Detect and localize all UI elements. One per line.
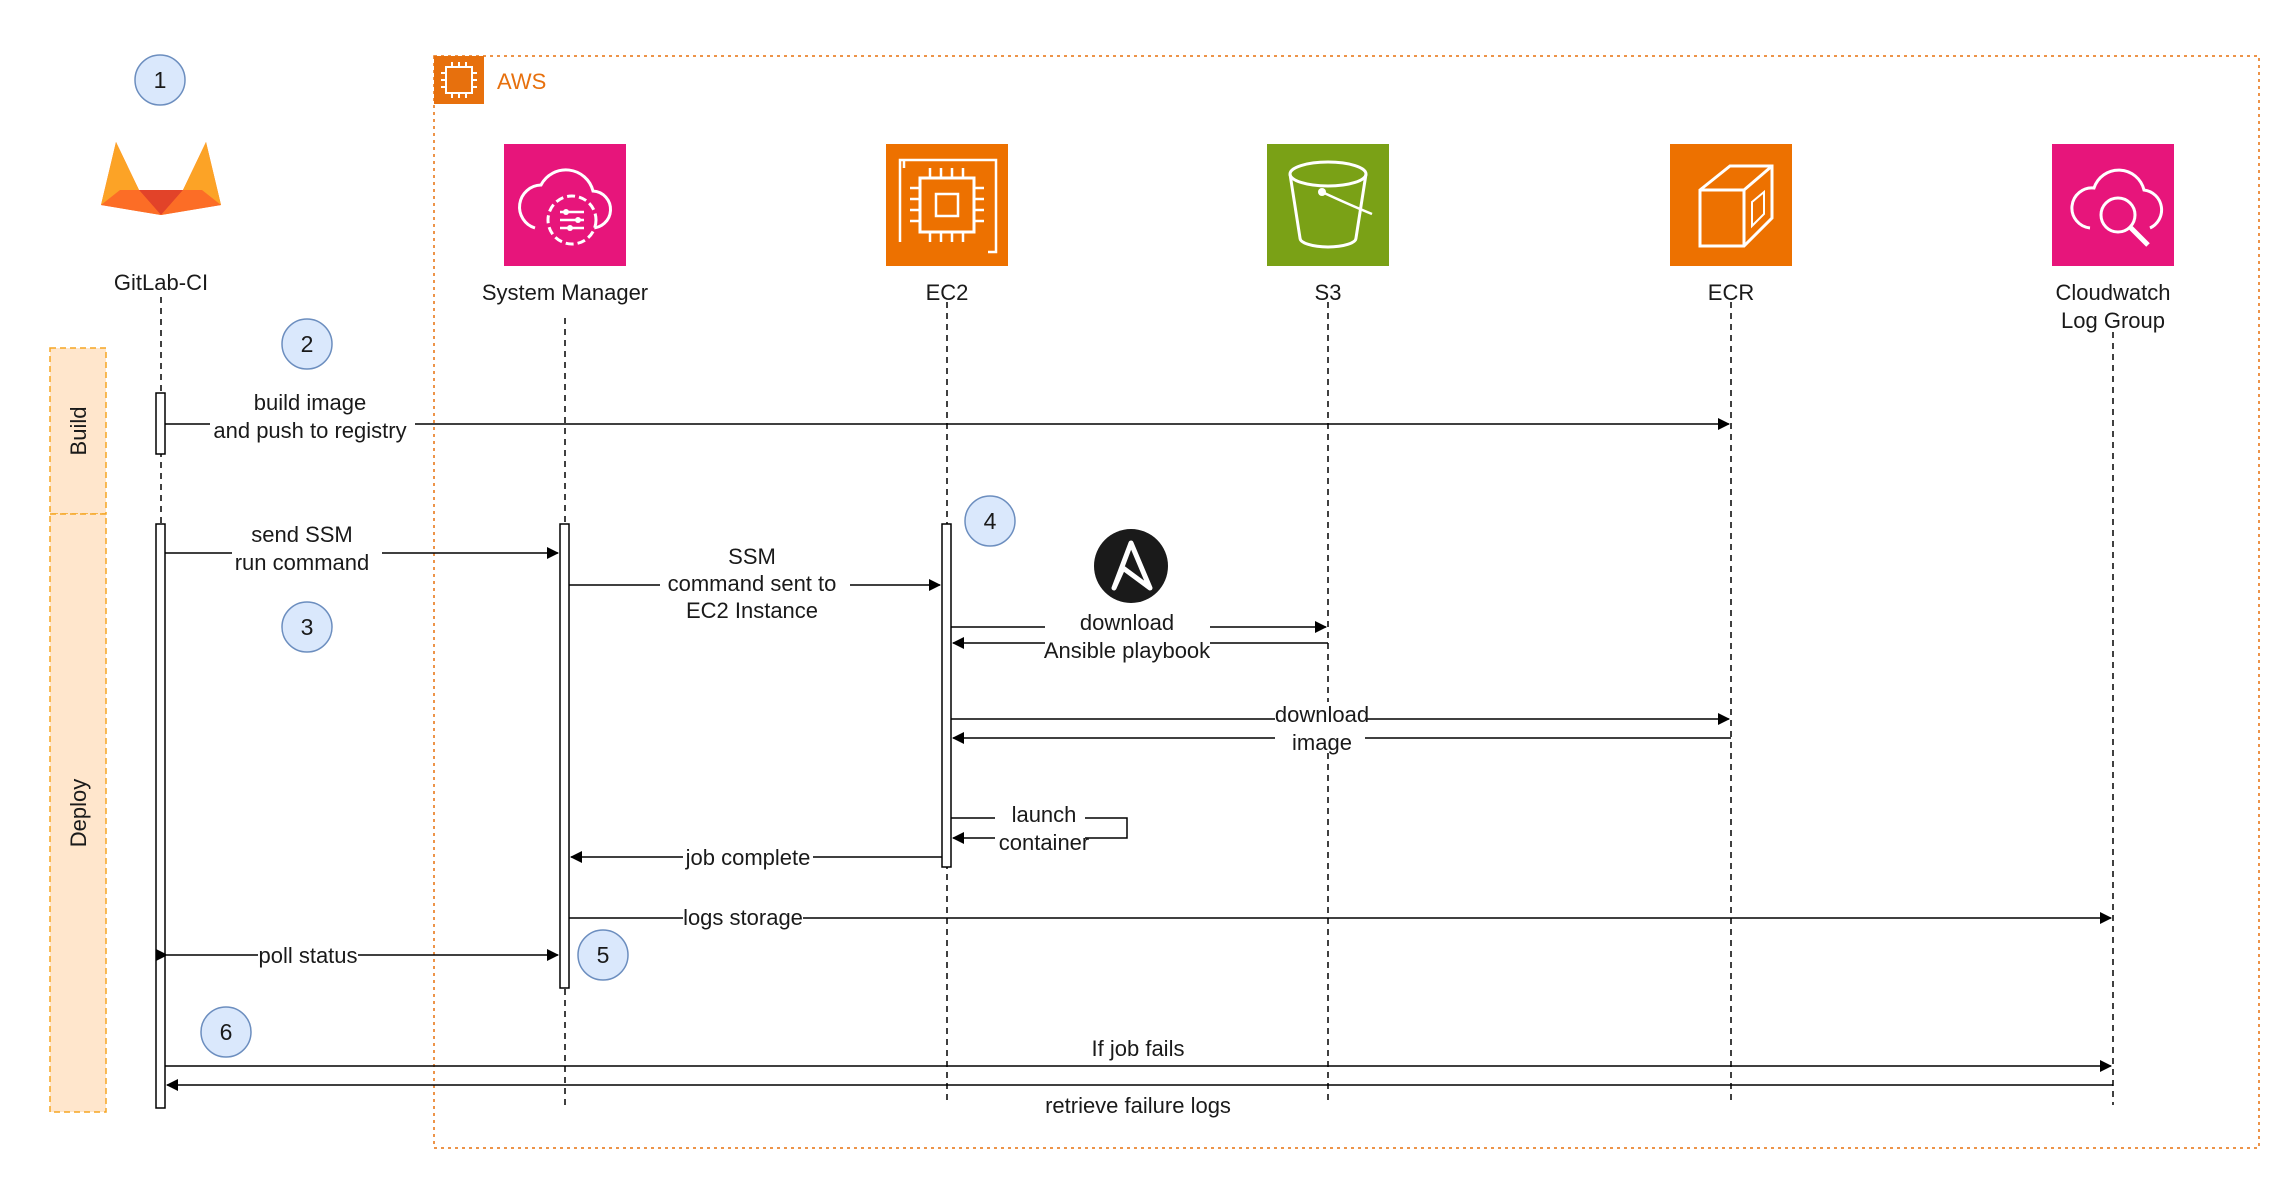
ssm-to-ec2-label-line2: command sent to [668, 571, 837, 596]
build-push-label-line1: build image [254, 390, 367, 415]
step-badge-4: 4 [964, 495, 1016, 547]
aws-group-border [433, 55, 2260, 1149]
step-badge-2: 2 [281, 318, 333, 370]
deploy-lane-label: Deploy [66, 779, 91, 847]
gitlab-activation-deploy [155, 523, 166, 1109]
aws-group-label: AWS [497, 69, 546, 94]
s3-bucket-icon [1267, 144, 1389, 266]
ansible-logo-icon [1094, 529, 1168, 603]
download-playbook-label-line1: download [1080, 610, 1174, 635]
ecr-label: ECR [1708, 280, 1754, 305]
step-badge-6: 6 [200, 1006, 252, 1058]
build-push-label-line2: and push to registry [213, 418, 406, 443]
ec2-label: EC2 [926, 280, 969, 305]
svg-text:4: 4 [984, 508, 997, 534]
aws-cloud-icon [434, 56, 484, 104]
ec2-activation [941, 523, 952, 868]
download-image-label-line2: image [1292, 730, 1352, 755]
step-badge-5: 5 [577, 929, 629, 981]
build-lane-label: Build [66, 407, 91, 456]
svg-text:2: 2 [301, 331, 314, 357]
ssm-to-ec2-label-line1: SSM [728, 544, 776, 569]
step-badge-3: 3 [281, 601, 333, 653]
cloudwatch-label-line1: Cloudwatch [2056, 280, 2171, 305]
ssm-label: System Manager [482, 280, 648, 305]
download-image-label-line1: download [1275, 702, 1369, 727]
job-complete-label: job complete [685, 845, 811, 870]
logs-storage-label: logs storage [683, 905, 803, 930]
deploy-lane [49, 513, 107, 1113]
cloudwatch-icon [2052, 144, 2174, 266]
step-badge-1: 1 [134, 54, 186, 106]
svg-text:1: 1 [154, 67, 167, 93]
gitlab-activation-build [155, 392, 166, 455]
build-lane [49, 347, 107, 515]
if-job-fails-label: If job fails [1092, 1036, 1185, 1061]
ecr-icon [1670, 144, 1792, 266]
svg-text:6: 6 [220, 1019, 233, 1045]
download-playbook-label-line2: Ansible playbook [1044, 638, 1211, 663]
gitlab-logo-icon [101, 142, 221, 215]
ssm-to-ec2-label-line3: EC2 Instance [686, 598, 818, 623]
ec2-icon [886, 144, 1008, 266]
systems-manager-icon [504, 144, 626, 266]
poll-status-label: poll status [258, 943, 357, 968]
svg-text:5: 5 [597, 942, 610, 968]
launch-label-line2: container [999, 830, 1090, 855]
s3-label: S3 [1315, 280, 1342, 305]
send-ssm-label-line2: run command [235, 550, 370, 575]
send-ssm-label-line1: send SSM [251, 522, 353, 547]
cloudwatch-label-line2: Log Group [2061, 308, 2165, 333]
retrieve-logs-label: retrieve failure logs [1045, 1093, 1231, 1118]
launch-label-line1: launch [1012, 802, 1077, 827]
svg-text:3: 3 [301, 614, 314, 640]
gitlab-label: GitLab-CI [114, 270, 208, 295]
ssm-activation [559, 523, 570, 989]
